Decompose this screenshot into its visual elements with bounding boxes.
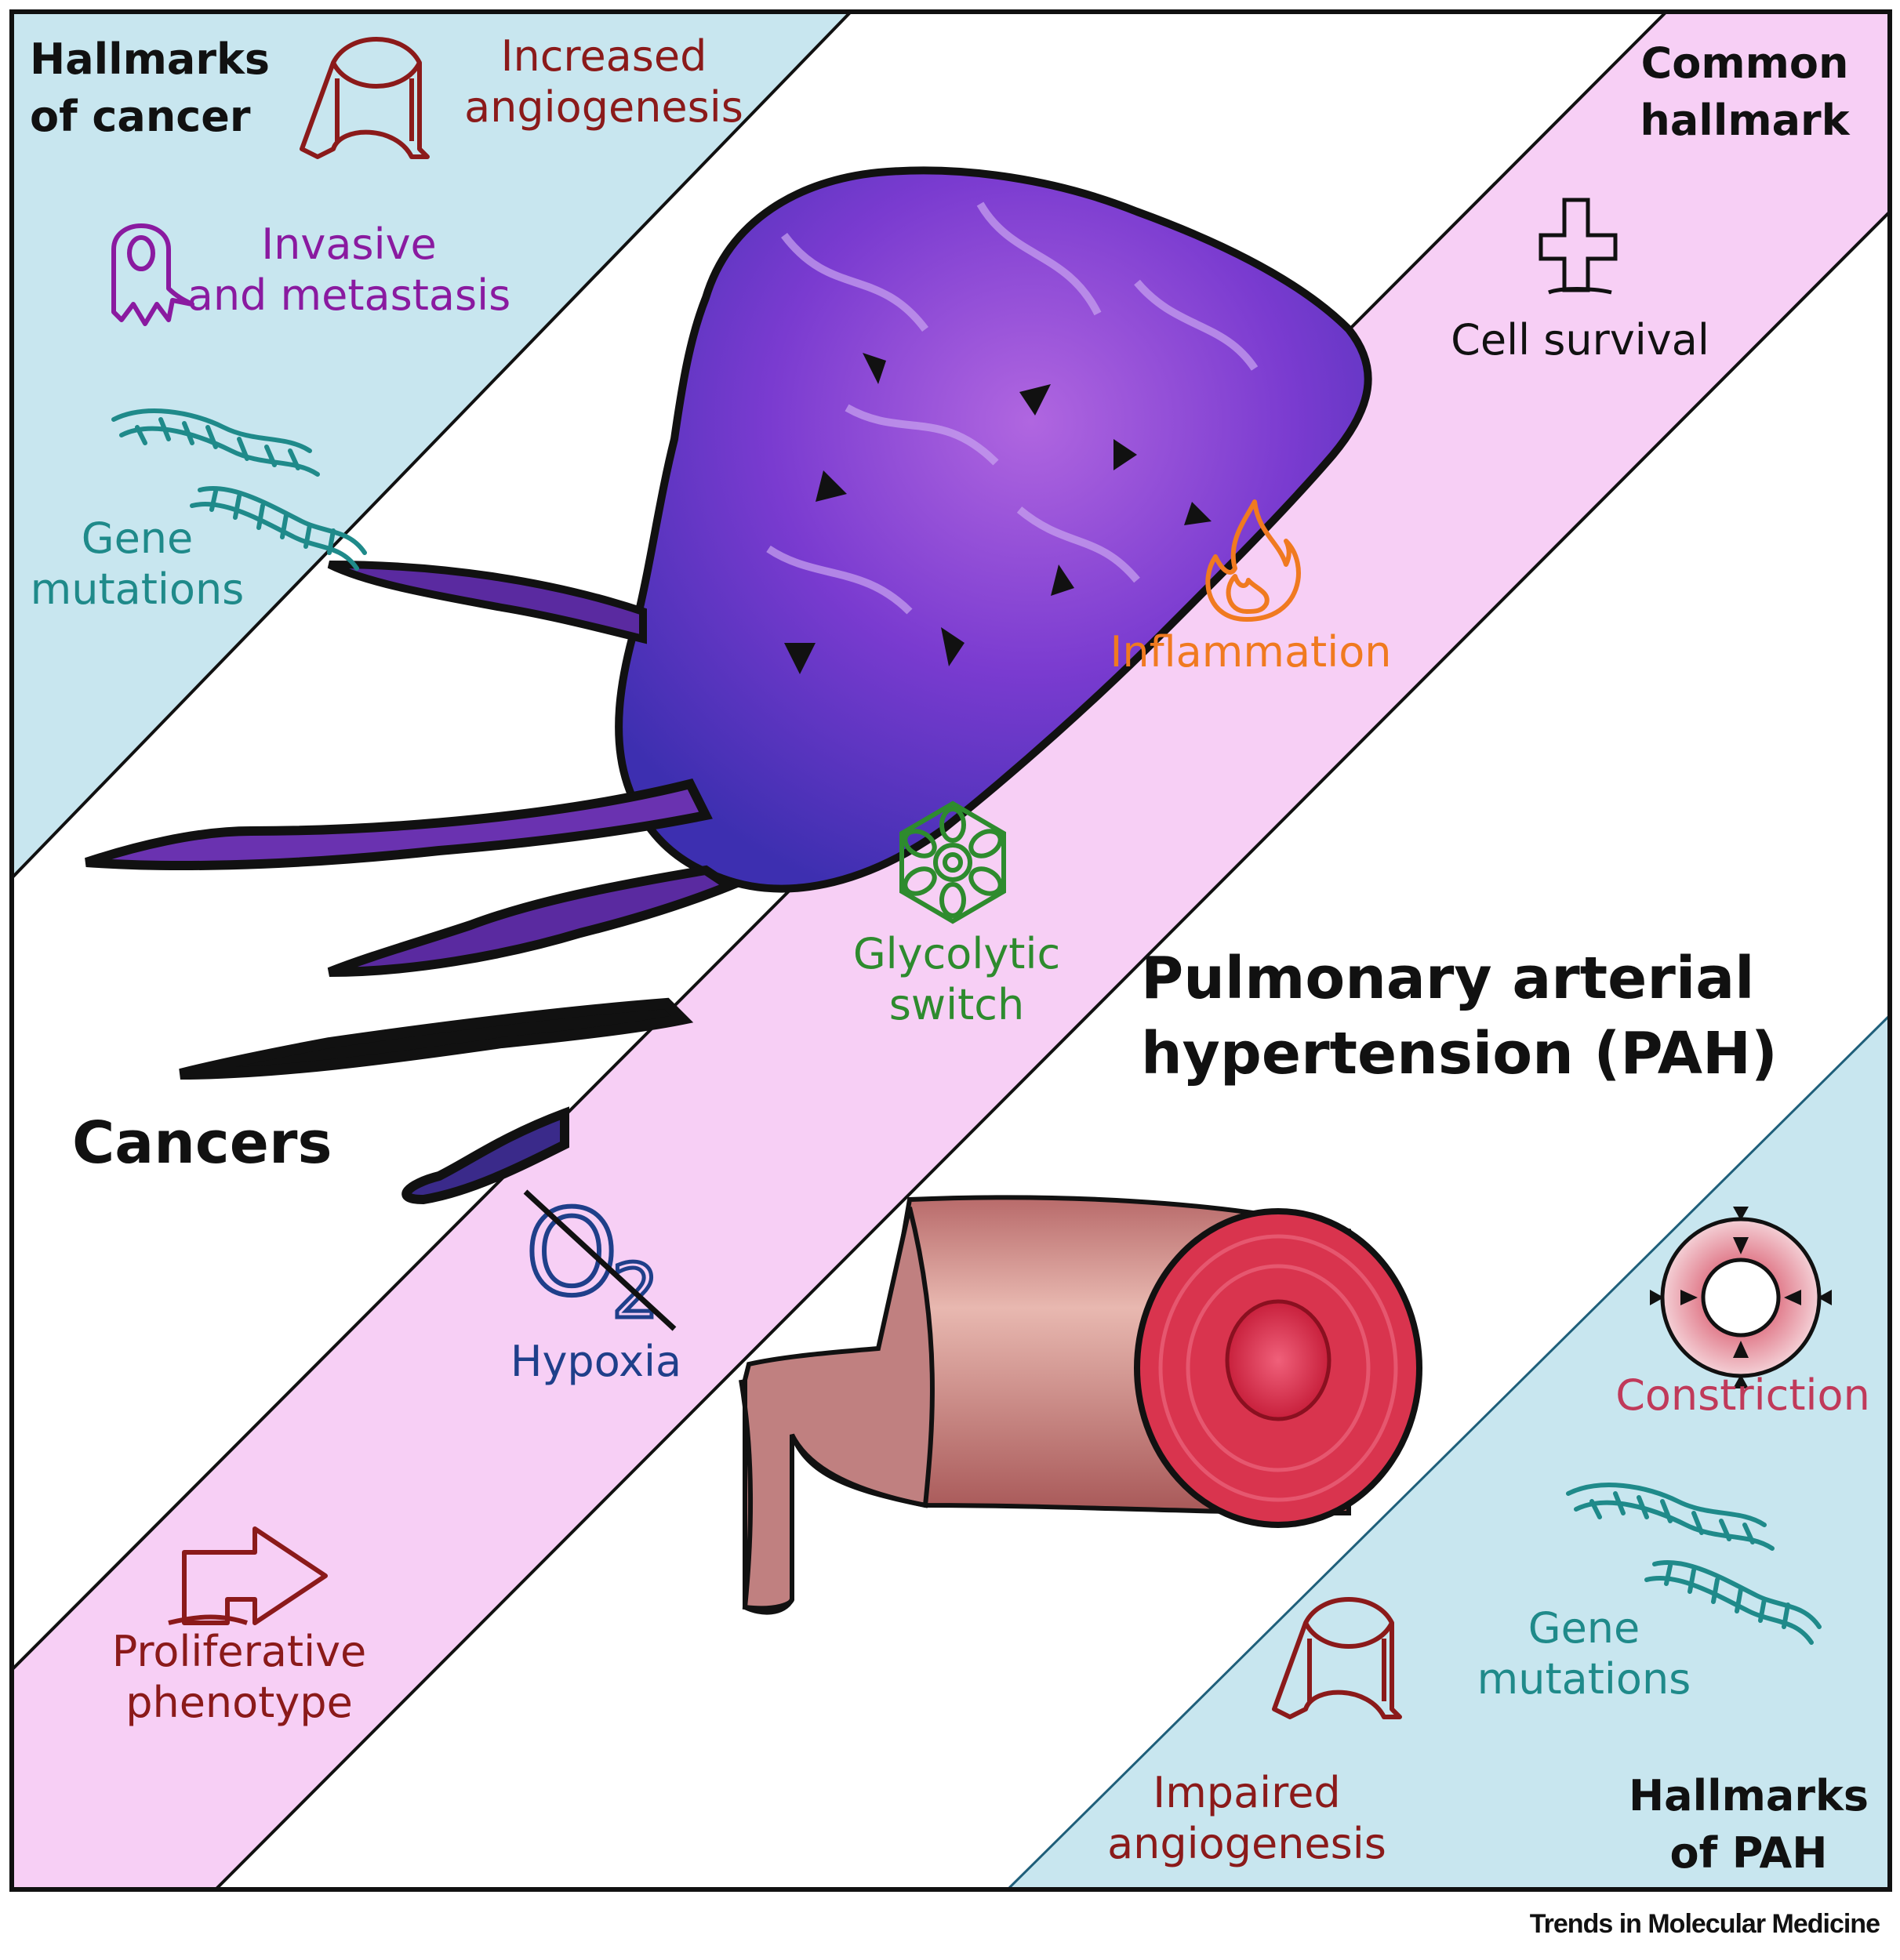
glycolytic-switch-label: Glycolytic switch: [852, 929, 1061, 1029]
o2-hypoxia-icon: O 2: [523, 1183, 677, 1338]
diagram-frame: [9, 9, 1892, 1892]
constriction-ring-icon: [1650, 1207, 1832, 1388]
common-hallmark-header: Common hallmark: [1640, 38, 1850, 145]
journal-footer: Trends in Molecular Medicine: [1529, 1909, 1880, 1939]
increased-angiogenesis-label: Increased angiogenesis: [464, 31, 743, 132]
cancer-hallmarks-header: Hallmarks of cancer: [30, 34, 271, 141]
proliferative-phenotype-label: Proliferative phenotype: [111, 1627, 367, 1727]
common-hallmark-band: [12, 12, 1890, 1889]
metastasis-ghost-icon: [111, 223, 194, 326]
cancer-gene-mutations-label: Gene mutations: [30, 514, 245, 614]
impaired-angiogenesis-label: Impaired angiogenesis: [1107, 1768, 1386, 1868]
arrow-proliferation-icon: [168, 1526, 328, 1625]
constriction-label: Constriction: [1615, 1370, 1870, 1420]
artery-illustration: [739, 1195, 1422, 1615]
cell-survival-label: Cell survival: [1451, 315, 1709, 365]
pah-title: Pulmonary arterial hypertension (PAH): [1141, 945, 1778, 1088]
flame-inflammation-icon: [1205, 499, 1301, 622]
cancers-title: Cancers: [72, 1109, 332, 1177]
glucose-glycolysis-icon: [899, 800, 1006, 924]
hypoxia-label: Hypoxia: [510, 1337, 682, 1386]
cross-survival-icon: [1539, 198, 1618, 295]
angiogenesis-vessel-icon: [300, 37, 430, 159]
invasion-metastasis-label: Invasive and metastasis: [187, 220, 511, 320]
pah-hallmarks-header: Hallmarks of PAH: [1628, 1771, 1869, 1878]
cancer-cell-illustration: [85, 166, 1372, 1205]
inflammation-label: Inflammation: [1110, 627, 1392, 677]
angiogenesis-vessel-icon: [1272, 1597, 1402, 1719]
pah-gene-mutations-label: Gene mutations: [1477, 1603, 1691, 1704]
dna-helix-icon: [1566, 1483, 1822, 1645]
artery-lumen: [1225, 1299, 1331, 1421]
dna-helix-icon: [111, 408, 367, 571]
